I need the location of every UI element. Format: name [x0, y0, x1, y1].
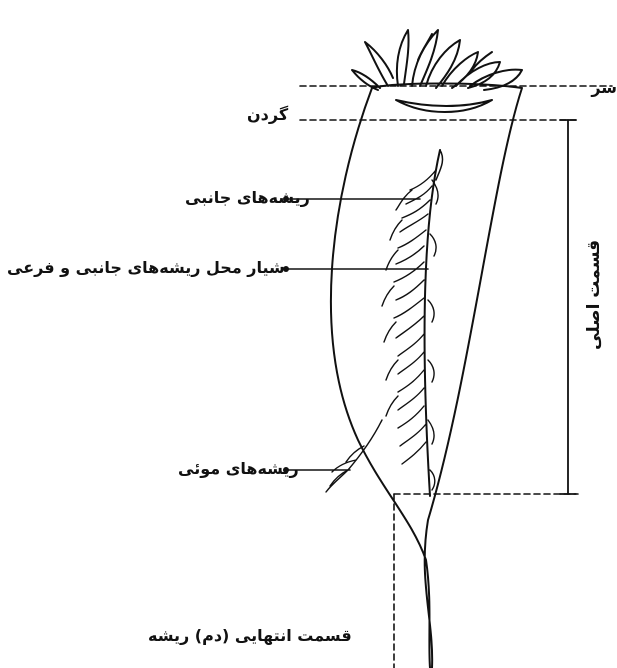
label-hair-roots: ریشه‌های موئی [178, 461, 299, 477]
neck-curve [396, 100, 492, 112]
leaf-crown [352, 30, 522, 90]
label-main-part: قسمت اصلی [586, 240, 612, 340]
label-neck: گردن [247, 107, 288, 123]
label-lateral-roots: ریشه‌های جانبی [185, 190, 310, 206]
label-tail: قسمت انتهایی (دم) ریشه [148, 628, 352, 644]
root-outline [331, 84, 522, 668]
main-part-bracket [560, 120, 576, 494]
leader-dots [283, 196, 289, 473]
leader-lines [286, 199, 428, 470]
label-head: سر [591, 80, 617, 96]
label-groove: شیار محل ریشه‌های جانبی و فرعی [7, 260, 285, 276]
